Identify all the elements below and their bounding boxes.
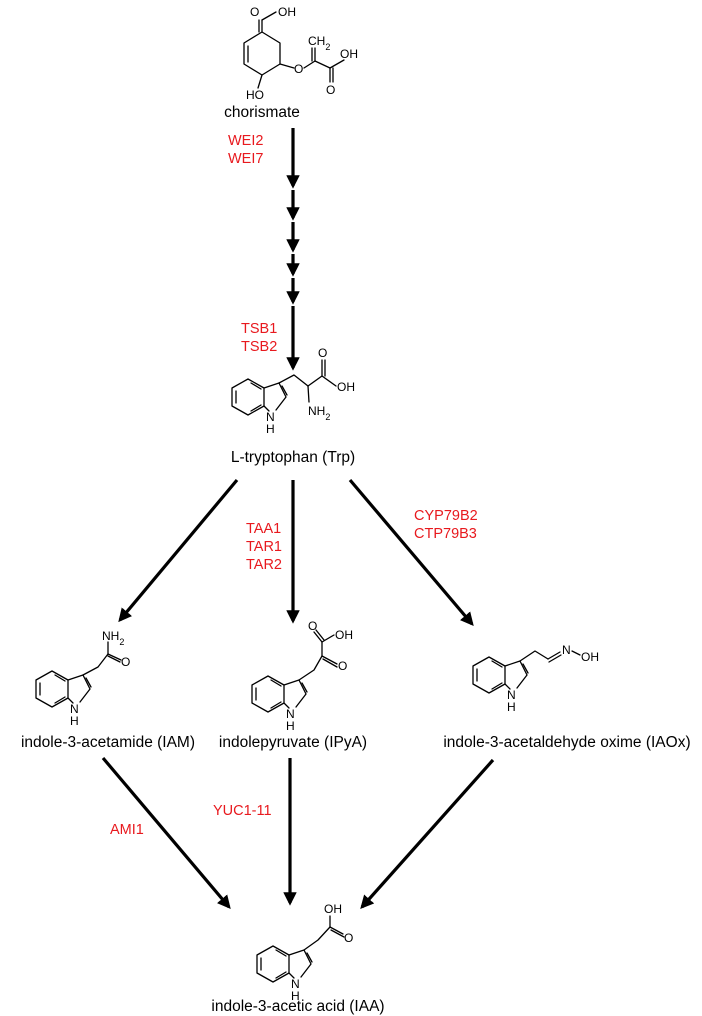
iam-carbonyl-o: O <box>121 655 130 669</box>
tryptophan-structure: N H O OH NH2 <box>231 346 355 436</box>
iam-label: indole-3-acetamide (IAM) <box>21 734 195 751</box>
chorismate-label: chorismate <box>224 104 300 121</box>
iam-nh-n: N <box>70 702 79 716</box>
carbonyl-o-label: O <box>250 5 259 19</box>
trp-branch-arrows <box>118 478 474 627</box>
iaox-structure: N H N OH <box>472 643 599 714</box>
ipya-keto-o: O <box>338 659 347 673</box>
trp-nh-h: H <box>266 422 275 436</box>
iaox-label: indole-3-acetaldehyde oxime (IAOx) <box>443 734 690 751</box>
ipya-structure: N H O O OH <box>251 619 353 733</box>
cooh-oh-label: OH <box>278 5 296 19</box>
trp-label: L-tryptophan (Trp) <box>231 449 355 466</box>
iam-to-iaa-arrow <box>101 756 231 910</box>
enzyme-wei7: WEI7 <box>228 151 263 167</box>
iaa-structure: N H O OH <box>256 902 353 1003</box>
trp-acid-oh: OH <box>337 380 355 394</box>
acid-o-label: O <box>326 83 335 97</box>
enzyme-cyp79b2: CYP79B2 <box>414 508 478 524</box>
enzyme-tsb1: TSB1 <box>241 321 277 337</box>
iaox-n-label: N <box>562 643 571 657</box>
ch2-label: CH2 <box>308 34 330 52</box>
ether-o-label: O <box>294 62 303 76</box>
enzyme-yuc1-11: YUC1-11 <box>213 803 272 819</box>
enzyme-ctp79b3: CTP79B3 <box>414 526 477 542</box>
iaa-nh-n: N <box>291 977 300 991</box>
chorismate-structure: O OH HO O CH2 O OH <box>243 5 358 102</box>
enzyme-tar2: TAR2 <box>246 557 282 573</box>
iam-nh2: NH2 <box>102 629 124 647</box>
trp-nh2: NH2 <box>308 404 330 422</box>
iaox-nh-h: H <box>507 700 516 714</box>
enzyme-ami1: AMI1 <box>110 822 144 838</box>
ho-label: HO <box>246 88 264 102</box>
ipya-acid-oh: OH <box>335 628 353 642</box>
enzyme-tar1: TAR1 <box>246 539 282 555</box>
iaa-nh-h: H <box>291 989 300 1003</box>
iaa-carbonyl-o: O <box>344 931 353 945</box>
iam-structure: N H O NH2 <box>35 629 130 728</box>
iam-nh-h: H <box>70 714 79 728</box>
trp-nh-n: N <box>266 410 275 424</box>
iaa-label: indole-3-acetic acid (IAA) <box>211 998 384 1015</box>
iaox-nh-n: N <box>507 688 516 702</box>
iaa-acid-oh: OH <box>324 902 342 916</box>
ipya-label: indolepyruvate (IPyA) <box>219 734 367 751</box>
ipya-carbonyl-o: O <box>308 619 317 633</box>
trp-to-iaox-arrow <box>348 478 474 627</box>
ipya-nh-n: N <box>286 707 295 721</box>
trp-carbonyl-o: O <box>318 346 327 360</box>
iaox-oh-label: OH <box>581 650 599 664</box>
enzyme-taa1: TAA1 <box>246 521 281 537</box>
enzyme-wei2: WEI2 <box>228 133 263 149</box>
ipya-nh-h: H <box>286 719 295 733</box>
trp-to-iam-arrow <box>118 478 239 623</box>
iaox-to-iaa-arrow <box>360 758 495 910</box>
iaa-converging-arrows <box>101 756 495 910</box>
enzyme-tsb2: TSB2 <box>241 339 277 355</box>
acid-oh-label: OH <box>340 47 358 61</box>
